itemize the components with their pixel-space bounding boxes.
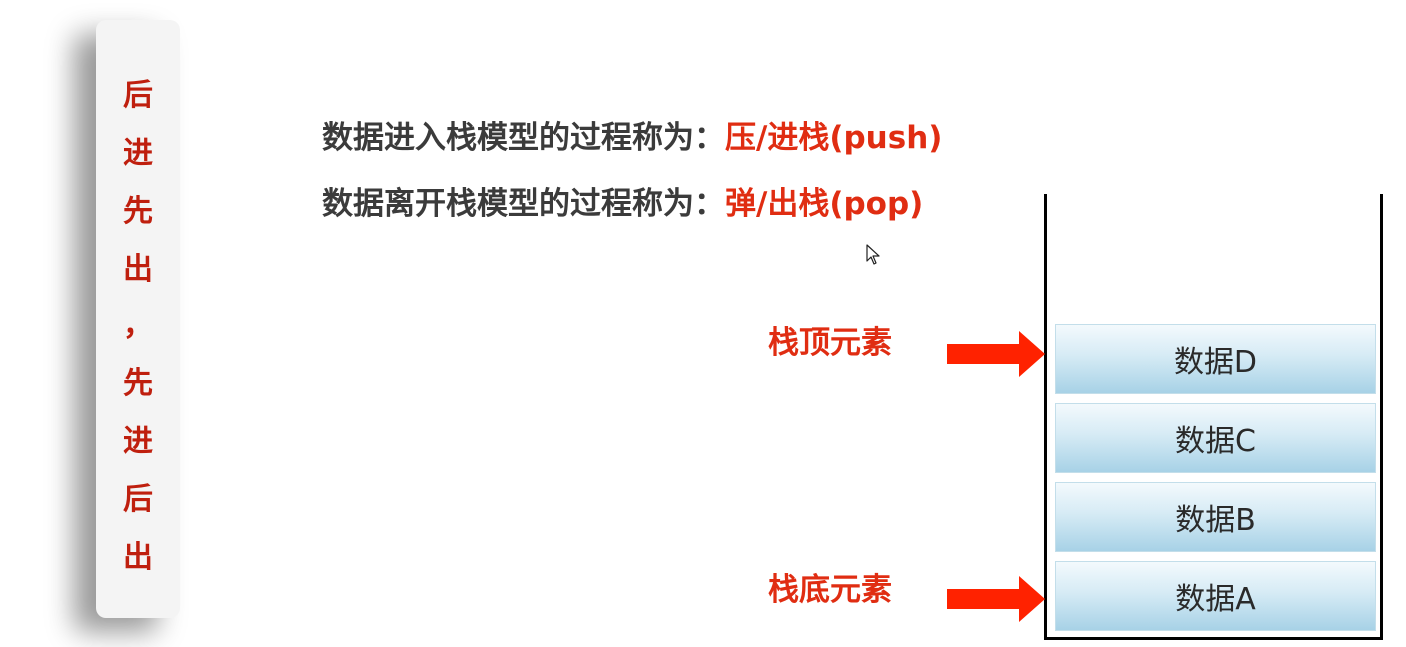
side-banner-char: 先 bbox=[123, 366, 153, 401]
side-banner-char: ， bbox=[123, 308, 153, 343]
stack-block-b: 数据B bbox=[1055, 482, 1376, 552]
side-banner-char: 出 bbox=[123, 252, 153, 287]
side-banner-char: 进 bbox=[123, 136, 153, 171]
stack-block-d: 数据D bbox=[1055, 324, 1376, 394]
stack-block-c: 数据C bbox=[1055, 403, 1376, 473]
push-definition-line: 数据进入栈模型的过程称为：压/进栈(push) bbox=[322, 118, 942, 158]
side-banner: 后 进 先 出 ， 先 进 后 出 bbox=[96, 20, 180, 618]
stack-bottom-wall bbox=[1044, 637, 1383, 640]
side-banner-char: 后 bbox=[123, 78, 153, 113]
pop-definition-line: 数据离开栈模型的过程称为：弹/出栈(pop) bbox=[322, 184, 923, 224]
pop-definition-term: 弹/出栈(pop) bbox=[725, 186, 924, 222]
stack-right-wall bbox=[1380, 194, 1383, 640]
right-arrow-icon bbox=[947, 576, 1045, 622]
mouse-cursor-icon bbox=[866, 244, 880, 265]
stack-bottom-label: 栈底元素 bbox=[768, 572, 892, 608]
pop-definition-text: 数据离开栈模型的过程称为： bbox=[322, 186, 725, 222]
push-definition-text: 数据进入栈模型的过程称为： bbox=[322, 120, 725, 156]
push-definition-term: 压/进栈(push) bbox=[725, 120, 943, 156]
stack-block-a: 数据A bbox=[1055, 561, 1376, 631]
side-banner-char: 出 bbox=[123, 540, 153, 575]
stack-top-label: 栈顶元素 bbox=[768, 325, 892, 361]
stack-left-wall bbox=[1044, 194, 1047, 640]
side-banner-char: 后 bbox=[123, 482, 153, 517]
side-banner-char: 进 bbox=[123, 424, 153, 459]
right-arrow-icon bbox=[947, 331, 1045, 377]
side-banner-char: 先 bbox=[123, 194, 153, 229]
